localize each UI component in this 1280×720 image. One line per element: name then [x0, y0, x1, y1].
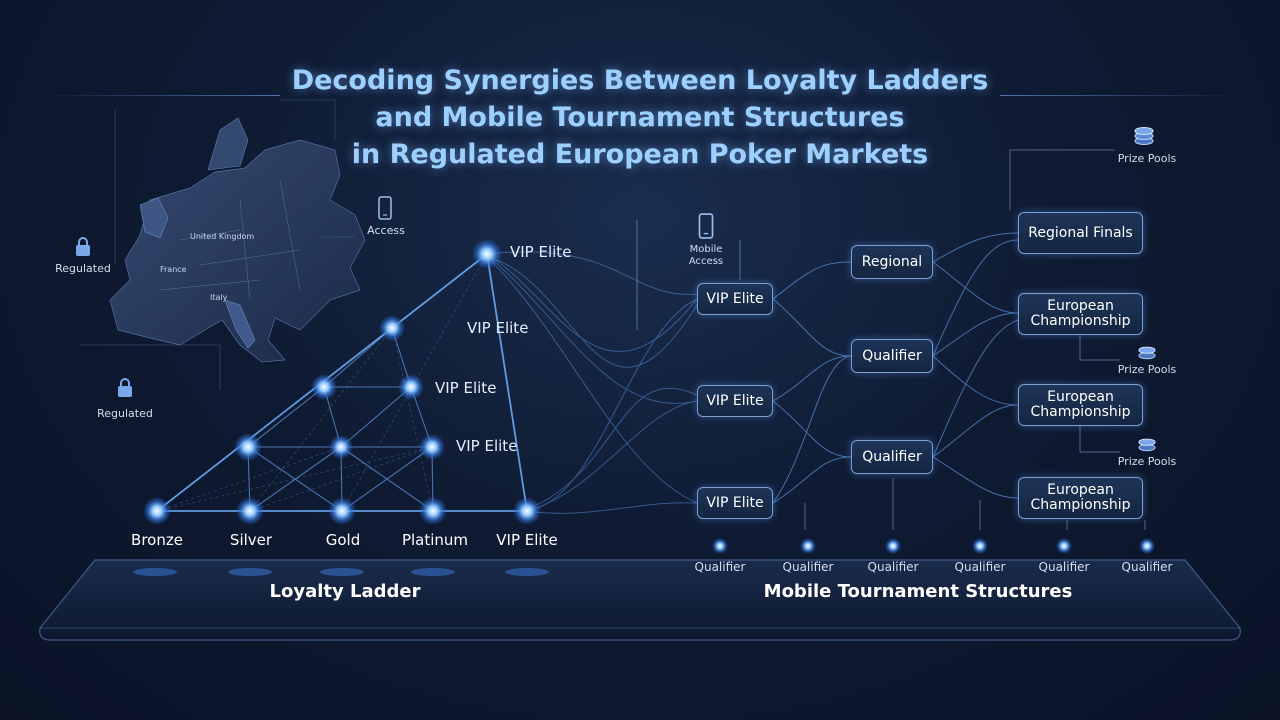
ladder-node-top	[472, 239, 502, 269]
tournament-connections	[772, 232, 1019, 504]
ladder-node-vip-base	[513, 497, 541, 525]
entry-box-2: VIP Elite	[697, 385, 773, 417]
entry-box-3: VIP Elite	[697, 487, 773, 519]
loyalty-ladder-label: Loyalty Ladder	[269, 581, 421, 602]
map-label-italy: Italy	[210, 293, 228, 302]
title-line-1: Decoding Synergies Between Loyalty Ladde…	[291, 65, 989, 96]
prize-pools-label-1: Prize Pools	[1117, 152, 1177, 165]
mobile-phone-icon	[698, 213, 714, 239]
title-line-2: and Mobile Tournament Structures	[375, 102, 905, 133]
ladder-label-l2: VIP Elite	[456, 437, 518, 455]
prize-pools-label-2: Prize Pools	[1117, 363, 1177, 376]
europe-map	[80, 99, 366, 390]
middle-box-regional: Regional	[851, 245, 933, 279]
platform-base	[39, 559, 1241, 641]
title-rule-left	[40, 95, 280, 96]
tier-label-bronze: Bronze	[131, 531, 183, 549]
ladder-node-l3-a	[311, 374, 337, 400]
qualifier-label-1: Qualifier	[694, 560, 746, 574]
poker-chips-icon	[1138, 346, 1156, 360]
map-label-uk: United Kingdom	[190, 232, 255, 241]
qualifier-dots	[712, 538, 1155, 554]
middle-box-qualifier-1: Qualifier	[851, 339, 933, 373]
poker-chips-icon	[1134, 127, 1154, 145]
ladder-label-l4: VIP Elite	[467, 319, 529, 337]
ladder-node-gold	[328, 497, 356, 525]
final-box-european-championship-3: European Championship	[1018, 477, 1143, 519]
tier-label-platinum: Platinum	[401, 531, 469, 549]
mobile-phone-icon	[378, 196, 392, 220]
tier-label-gold: Gold	[325, 531, 361, 549]
final-box-regional-finals: Regional Finals	[1018, 212, 1143, 254]
tier-label-vip-elite: VIP Elite	[496, 531, 558, 549]
tier-label-silver: Silver	[229, 531, 273, 549]
tournament-structures-label: Mobile Tournament Structures	[763, 581, 1073, 602]
title-line-3: in Regulated European Poker Markets	[351, 139, 929, 170]
final-box-european-championship-1: European Championship	[1018, 293, 1143, 335]
ladder-label-top: VIP Elite	[510, 243, 572, 261]
diagram-title: Decoding Synergies Between Loyalty Ladde…	[0, 62, 1280, 173]
lock-icon	[76, 237, 90, 256]
qualifier-label-6: Qualifier	[1121, 560, 1173, 574]
regulated-label-top: Regulated	[55, 262, 111, 275]
middle-box-qualifier-2: Qualifier	[851, 440, 933, 474]
entry-box-1: VIP Elite	[697, 283, 773, 315]
ladder-node-l2-a	[234, 433, 262, 461]
poker-chips-icon	[1138, 438, 1156, 452]
lock-icon	[118, 378, 132, 397]
ladder-node-platinum	[419, 497, 447, 525]
regulated-label-bottom: Regulated	[97, 407, 153, 420]
mobile-access-label: Mobile Access	[688, 244, 724, 267]
prize-pools-label-3: Prize Pools	[1117, 455, 1177, 468]
final-box-european-championship-2: European Championship	[1018, 384, 1143, 426]
map-label-france: France	[160, 265, 187, 274]
ladder-node-bronze	[143, 497, 171, 525]
access-label: Access	[367, 224, 405, 237]
callout-leaders	[636, 149, 1146, 530]
ladder-node-l4	[379, 315, 405, 341]
flow-lines	[484, 251, 698, 514]
ladder-node-silver	[236, 497, 264, 525]
qualifier-label-5: Qualifier	[1038, 560, 1090, 574]
qualifier-label-4: Qualifier	[954, 560, 1006, 574]
ladder-node-l3-b	[398, 374, 424, 400]
ladder-node-l2-b	[329, 435, 353, 459]
ladder-node-l2-c	[419, 434, 445, 460]
ladder-nodes	[143, 239, 541, 525]
qualifier-label-3: Qualifier	[867, 560, 919, 574]
qualifier-label-2: Qualifier	[782, 560, 834, 574]
ladder-label-l3: VIP Elite	[435, 379, 497, 397]
